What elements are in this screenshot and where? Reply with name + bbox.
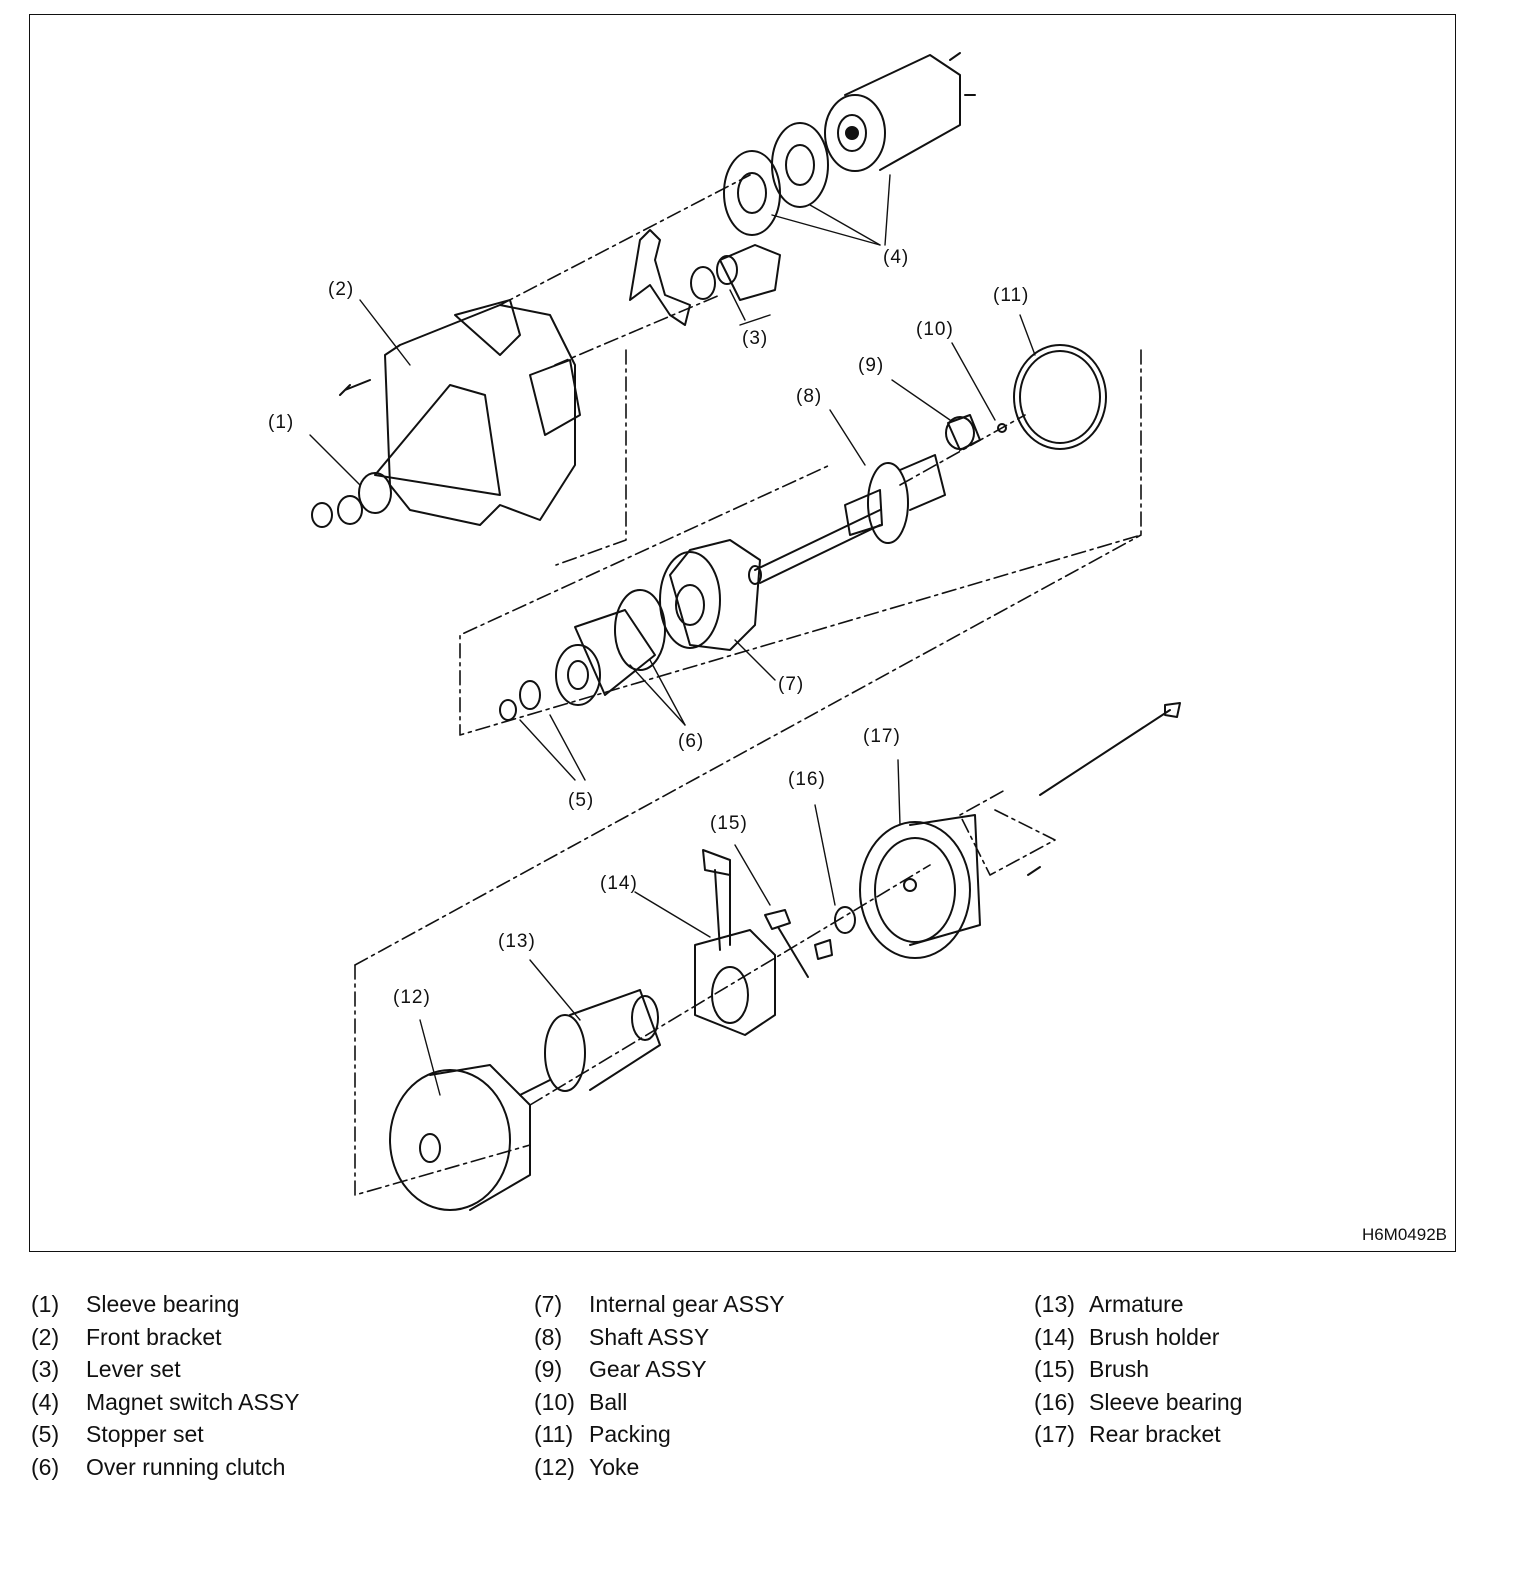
- shaft-assy-part: [748, 454, 946, 585]
- legend-number: (11): [534, 1421, 574, 1447]
- legend-number: (17): [1034, 1421, 1075, 1447]
- rear-sleeve-bearing-part: [834, 906, 856, 934]
- rear-bracket-part: [859, 702, 1181, 959]
- legend-name: Shaft ASSY: [589, 1323, 710, 1350]
- legend-number: (5): [31, 1421, 60, 1447]
- stopper-set-part: [499, 680, 541, 721]
- front-bracket-part: [311, 299, 581, 528]
- callout-15: (15): [710, 813, 748, 834]
- lever-set-part: [629, 229, 781, 326]
- legend-name: Stopper set: [86, 1421, 204, 1447]
- legend-number: (8): [534, 1323, 563, 1350]
- callout-16: (16): [788, 769, 826, 790]
- legend-name: Rear bracket: [1089, 1421, 1221, 1447]
- legend-name: Gear ASSY: [589, 1356, 707, 1382]
- assembly-lines: [354, 174, 1142, 1196]
- legend-number: (3): [31, 1356, 60, 1382]
- callout-5: (5): [568, 790, 595, 811]
- callout-10: (10): [916, 319, 954, 340]
- callout-4: (4): [883, 247, 910, 268]
- callout-3: (3): [742, 328, 769, 349]
- callout-12: (12): [393, 987, 431, 1008]
- callout-8: (8): [796, 386, 823, 407]
- legend-number: (13): [1034, 1291, 1075, 1317]
- brush-part: [764, 909, 833, 978]
- callout-17: (17): [863, 726, 901, 747]
- callout-2: (2): [328, 279, 355, 300]
- legend-name: Yoke: [589, 1453, 640, 1480]
- legend-number: (7): [534, 1291, 563, 1317]
- parts-legend: (1) Sleeve bearing (2) Front bracket (3) Le…: [0, 1288, 1536, 1488]
- legend-number: (10): [534, 1388, 575, 1415]
- callout-14: (14): [600, 873, 638, 894]
- legend-name: Lever set: [86, 1356, 181, 1382]
- legend-number: (16): [1034, 1388, 1075, 1415]
- brush-holder-part: [694, 849, 776, 1036]
- yoke-part: [389, 1064, 531, 1211]
- ball-part: [997, 423, 1007, 433]
- legend-number: (2): [31, 1323, 60, 1350]
- callout-1: (1): [268, 412, 295, 433]
- legend-number: (12): [534, 1453, 575, 1480]
- callout-9: (9): [858, 355, 885, 376]
- legend-name: Over running clutch: [86, 1453, 286, 1480]
- legend-name: Front bracket: [86, 1323, 222, 1350]
- callout-13: (13): [498, 931, 536, 952]
- legend-number: (4): [31, 1388, 60, 1415]
- legend-number: (1): [31, 1291, 60, 1317]
- legend-name: Brush holder: [1089, 1323, 1220, 1350]
- legend-name: Sleeve bearing: [1089, 1388, 1243, 1415]
- callout-7: (7): [778, 674, 805, 695]
- armature-part: [519, 989, 661, 1096]
- legend-number: (6): [31, 1453, 60, 1480]
- legend-name: Armature: [1089, 1291, 1184, 1317]
- figure-code: H6M0492B: [1361, 1225, 1447, 1244]
- exploded-diagram: (1) (2) (3) (4) (5) (6) (7) (8) (9) (10)…: [29, 14, 1456, 1252]
- legend-number: (9): [534, 1356, 563, 1382]
- diagram-drawing: [309, 52, 1181, 1211]
- packing-part: [1013, 344, 1107, 450]
- legend-name: Sleeve bearing: [86, 1291, 240, 1317]
- legend-name: Ball: [589, 1388, 628, 1415]
- legend-name: Internal gear ASSY: [589, 1291, 785, 1317]
- leader-lines: [309, 174, 1036, 1096]
- callout-6: (6): [678, 731, 705, 752]
- legend-name: Magnet switch ASSY: [86, 1388, 300, 1415]
- legend-number: (15): [1034, 1356, 1075, 1382]
- legend-number: (14): [1034, 1323, 1075, 1350]
- gear-assy-part: [945, 414, 981, 451]
- legend-name: Brush: [1089, 1356, 1150, 1382]
- magnet-switch-part: [723, 52, 976, 236]
- clutch-part: [555, 589, 666, 706]
- callout-11: (11): [993, 285, 1030, 306]
- legend-name: Packing: [589, 1421, 671, 1447]
- internal-gear-part: [659, 539, 761, 651]
